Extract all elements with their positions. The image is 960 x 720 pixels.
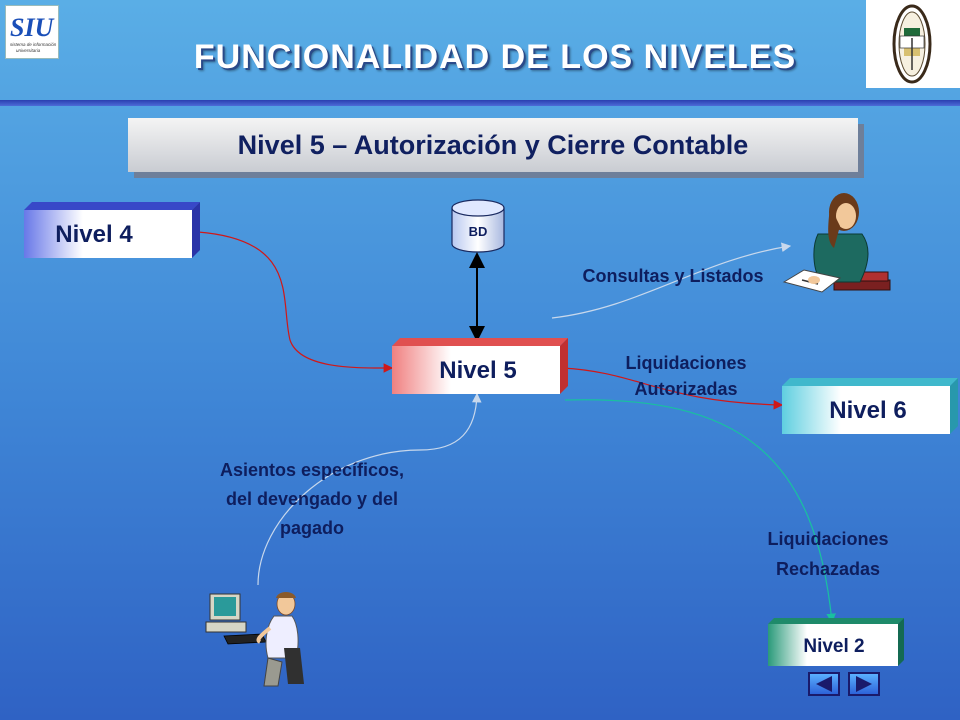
- rechazadas-label: Liquidaciones Rechazadas: [728, 524, 928, 584]
- rechazadas-line-2: Rechazadas: [775, 559, 881, 579]
- siu-logo-text-2: universitaria: [16, 48, 41, 53]
- rechazadas-line-1: Liquidaciones: [767, 529, 889, 549]
- autorizadas-line-1: Liquidaciones: [625, 353, 747, 373]
- asientos-line-3: pagado: [279, 518, 344, 538]
- nivel-5-box[interactable]: Nivel 5: [392, 338, 568, 394]
- svg-text:SIU: SIU: [10, 13, 55, 42]
- arrow-nivel4-to-nivel5: [197, 231, 394, 373]
- autorizadas-line-2: Autorizadas: [634, 379, 738, 399]
- arrow-nivel5-to-nivel2: [564, 399, 836, 624]
- slide-title: FUNCIONALIDAD DE LOS NIVELES: [193, 38, 797, 76]
- nivel-2-label: Nivel 2: [803, 636, 864, 657]
- asientos-line-2: del devengado y del: [225, 489, 399, 509]
- siu-logo-mark: SIU sistema de información universitaria: [10, 13, 57, 53]
- arrow-nivel5-to-nivel6: [561, 367, 784, 410]
- nivel-4-label: Nivel 4: [55, 221, 133, 248]
- siu-logo: SIU sistema de información universitaria: [5, 5, 59, 59]
- title-divider: [0, 100, 960, 106]
- arrow-asientos-to-nivel5: [257, 392, 482, 586]
- seal-emblem: [892, 4, 932, 84]
- nivel-6-box[interactable]: Nivel 6: [782, 378, 958, 434]
- arrow-to-consultas: [551, 242, 792, 319]
- next-slide-button[interactable]: [848, 672, 880, 696]
- slide-subtitle: Nivel 5 – Autorización y Cierre Contable: [128, 118, 858, 172]
- nivel-2-box[interactable]: Nivel 2: [768, 618, 904, 666]
- nivel-6-label: Nivel 6: [829, 397, 906, 424]
- woman-reading-clipart: [782, 193, 891, 293]
- siu-logo-text-1: sistema de información: [10, 42, 57, 47]
- asientos-label: Asientos específicos, del devengado y de…: [176, 456, 448, 543]
- nivel-4-box[interactable]: Nivel 4: [24, 202, 200, 258]
- nivel-5-label: Nivel 5: [439, 357, 516, 384]
- autorizadas-label: Liquidaciones Autorizadas: [588, 350, 784, 402]
- triangle-right-icon: [856, 676, 872, 692]
- previous-slide-button[interactable]: [808, 672, 840, 696]
- university-seal-logo: [866, 0, 960, 88]
- consultas-label: Consultas y Listados: [582, 266, 764, 286]
- database-icon: BD: [451, 199, 505, 253]
- asientos-line-1: Asientos específicos,: [219, 460, 405, 480]
- triangle-left-icon: [816, 676, 832, 692]
- database-label: BD: [469, 224, 488, 239]
- man-at-computer-clipart: [205, 592, 304, 687]
